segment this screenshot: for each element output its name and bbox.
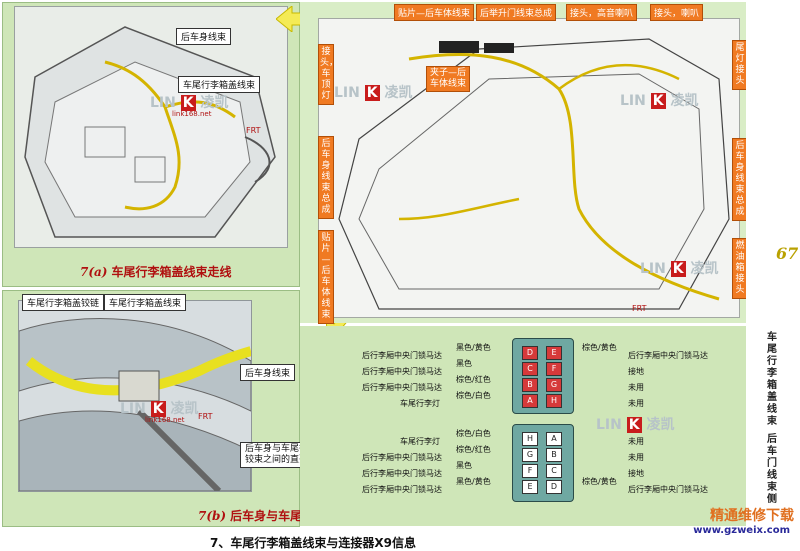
lower-pin-left-0: H [522, 432, 538, 446]
upper-right-color-0: 棕色/黄色 [582, 343, 617, 352]
label-clip-rear-harness: 夹子—后 车体线束 [426, 66, 471, 92]
lower-right-desc-3: 后行李厢中央门锁马达 [628, 485, 708, 494]
trunk-lid-illustration [14, 6, 288, 248]
logo-c2: LIN K 凌凯 [620, 93, 699, 109]
lower-pin-right-3: D [546, 480, 562, 494]
upper-pin-left-3: A [522, 394, 538, 408]
label-tail-lamp-connector: 尾灯接头 [732, 40, 748, 90]
lower-right-color-3: 棕色/黄色 [582, 477, 617, 486]
rear-body-drawing [338, 38, 730, 310]
upper-pin-right-1: F [546, 362, 562, 376]
lower-left-desc-3: 后行李厢中央门锁马达 [362, 485, 442, 494]
lower-left-color-0: 棕色/白色 [456, 429, 491, 438]
upper-pin-right-0: E [546, 346, 562, 360]
upper-pin-right-3: H [546, 394, 562, 408]
brand-url: www.gzweix.com [693, 525, 790, 536]
logo-conn: LIN K 凌凯 [596, 417, 675, 433]
rear-body-illustration [318, 18, 740, 318]
frt-marker-c: FRT [632, 304, 647, 313]
upper-left-desc-0: 后行李厢中央门锁马达 [362, 351, 442, 360]
upper-pin-left-0: D [522, 346, 538, 360]
upper-pin-right-2: G [546, 378, 562, 392]
logo-url-a: link168.net [172, 110, 212, 118]
lower-right-desc-0: 未用 [628, 437, 644, 446]
lower-pin-right-2: C [546, 464, 562, 478]
label-patch-rear-harness-top: 贴片—后车体线束 [394, 4, 475, 21]
caption-7a: 7(a)车尾行李箱盖线束走线 [80, 265, 232, 279]
logo-c1: LIN K 凌凯 [334, 85, 413, 101]
lower-right-desc-1: 未用 [628, 453, 644, 462]
lower-left-desc-1: 后行李厢中央门锁马达 [362, 453, 442, 462]
lower-pin-left-3: E [522, 480, 538, 494]
upper-pin-left-1: C [522, 362, 538, 376]
logo-c3: LIN K 凌凯 [640, 261, 719, 277]
lower-left-desc-2: 后行李厢中央门锁马达 [362, 469, 442, 478]
logo-b: LIN K 凌凯 [120, 401, 199, 417]
upper-left-desc-1: 后行李厢中央门锁马达 [362, 367, 442, 376]
frt-marker-b: FRT [198, 412, 213, 421]
lower-left-color-1: 棕色/红色 [456, 445, 491, 454]
logo-a: LIN K 凌凯 [150, 95, 229, 111]
label-trunk-lid-harness-a: 车尾行李箱盖线束 [178, 76, 261, 93]
vertical-label-trunk-lid-side: 车尾行李箱盖线束 [767, 332, 777, 427]
upper-right-desc-3: 未用 [628, 399, 644, 408]
upper-left-color-2: 棕色/红色 [456, 375, 491, 384]
label-trunk-hinge: 车尾行李箱盖铰链 [22, 294, 105, 311]
upper-left-color-0: 黑色/黄色 [456, 343, 491, 352]
lower-left-color-3: 黑色/黄色 [456, 477, 491, 486]
label-fuel-tank-connector: 燃油箱接头 [732, 238, 748, 299]
label-tweeter-connector: 接头，高音喇叭 [566, 4, 638, 21]
upper-left-color-1: 黑色 [456, 359, 472, 368]
logo-url-b: link168.net [145, 416, 185, 424]
lower-pin-right-0: A [546, 432, 562, 446]
label-roof-lamp-connector: 接头，车顶灯 [318, 44, 338, 105]
page-number: 67 [776, 244, 799, 263]
side-strip [746, 0, 800, 551]
label-rear-body-harness-a: 后车身线束 [176, 28, 232, 45]
hinge-harness-illustration [18, 300, 253, 494]
trunk-lid-drawing [24, 26, 276, 238]
lower-right-desc-2: 接地 [628, 469, 644, 478]
label-rear-body-harness-left: 后车身线束总成 [318, 136, 334, 219]
vertical-label-rear-door-side: 后车门线束侧 [767, 434, 777, 505]
lower-pin-right-1: B [546, 448, 562, 462]
lower-pin-left-1: G [522, 448, 538, 462]
label-liftgate-harness: 后举升门线束总成 [476, 4, 557, 21]
upper-right-desc-2: 未用 [628, 383, 644, 392]
upper-pin-left-2: B [522, 378, 538, 392]
arrow-left-icon [276, 6, 320, 32]
lower-pin-left-2: F [522, 464, 538, 478]
upper-right-desc-0: 后行李厢中央门锁马达 [628, 351, 708, 360]
frt-marker-a: FRT [246, 126, 261, 135]
upper-right-desc-1: 接地 [628, 367, 644, 376]
figure-caption: 7、车尾行李箱盖线束与连接器X9信息 [210, 536, 416, 550]
label-horn-connector: 接头，喇叭 [650, 4, 704, 21]
lower-left-desc-0: 车尾行李灯 [400, 437, 440, 446]
hinge-harness-drawing [18, 318, 253, 494]
upper-left-color-3: 棕色/白色 [456, 391, 491, 400]
label-trunk-lid-harness-b: 车尾行李箱盖线束 [104, 294, 187, 311]
label-rear-body-harness-b: 后车身线束 [240, 364, 296, 381]
upper-left-desc-2: 后行李厢中央门锁马达 [362, 383, 442, 392]
lower-left-color-2: 黑色 [456, 461, 472, 470]
label-patch-rear-harness-left: 贴片—后车体线束 [318, 230, 334, 324]
upper-left-desc-3: 车尾行李灯 [400, 399, 440, 408]
brand-name: 精通维修下载 [710, 508, 794, 524]
